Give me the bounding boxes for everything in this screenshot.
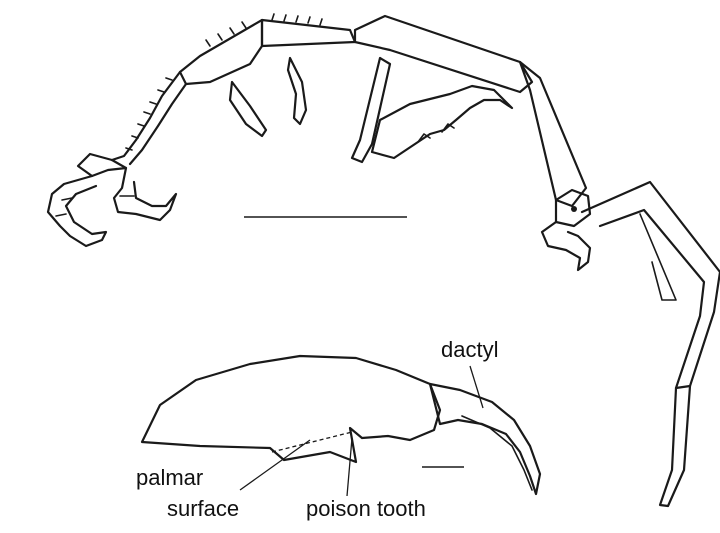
label-dactyl: dactyl xyxy=(441,339,498,361)
hanging-claw xyxy=(372,86,512,158)
label-palmar: palmar xyxy=(136,467,203,489)
left-claw-c xyxy=(114,168,176,220)
joint-dot xyxy=(571,206,577,212)
segment-carpus xyxy=(262,20,355,46)
distal-chain xyxy=(112,72,186,164)
hanging-rod xyxy=(352,58,390,162)
trailing-leg-lower xyxy=(660,386,690,506)
trailing-leg-upper xyxy=(582,182,720,388)
whole-appendage xyxy=(48,14,720,506)
palmar-surface-line xyxy=(272,432,352,452)
dactyl xyxy=(430,384,540,494)
label-surface: surface xyxy=(167,498,239,520)
left-claw-b xyxy=(48,176,106,246)
segment-basal xyxy=(355,16,532,92)
propodus xyxy=(142,356,440,462)
label-poison-tooth: poison tooth xyxy=(306,498,426,520)
dactyl-leader xyxy=(470,366,483,408)
hanging-lobe-1 xyxy=(230,82,266,136)
hanging-lobe-2 xyxy=(288,58,306,124)
poison-tooth-leader xyxy=(347,438,352,496)
segment-merus xyxy=(180,20,262,84)
hook xyxy=(542,222,590,270)
